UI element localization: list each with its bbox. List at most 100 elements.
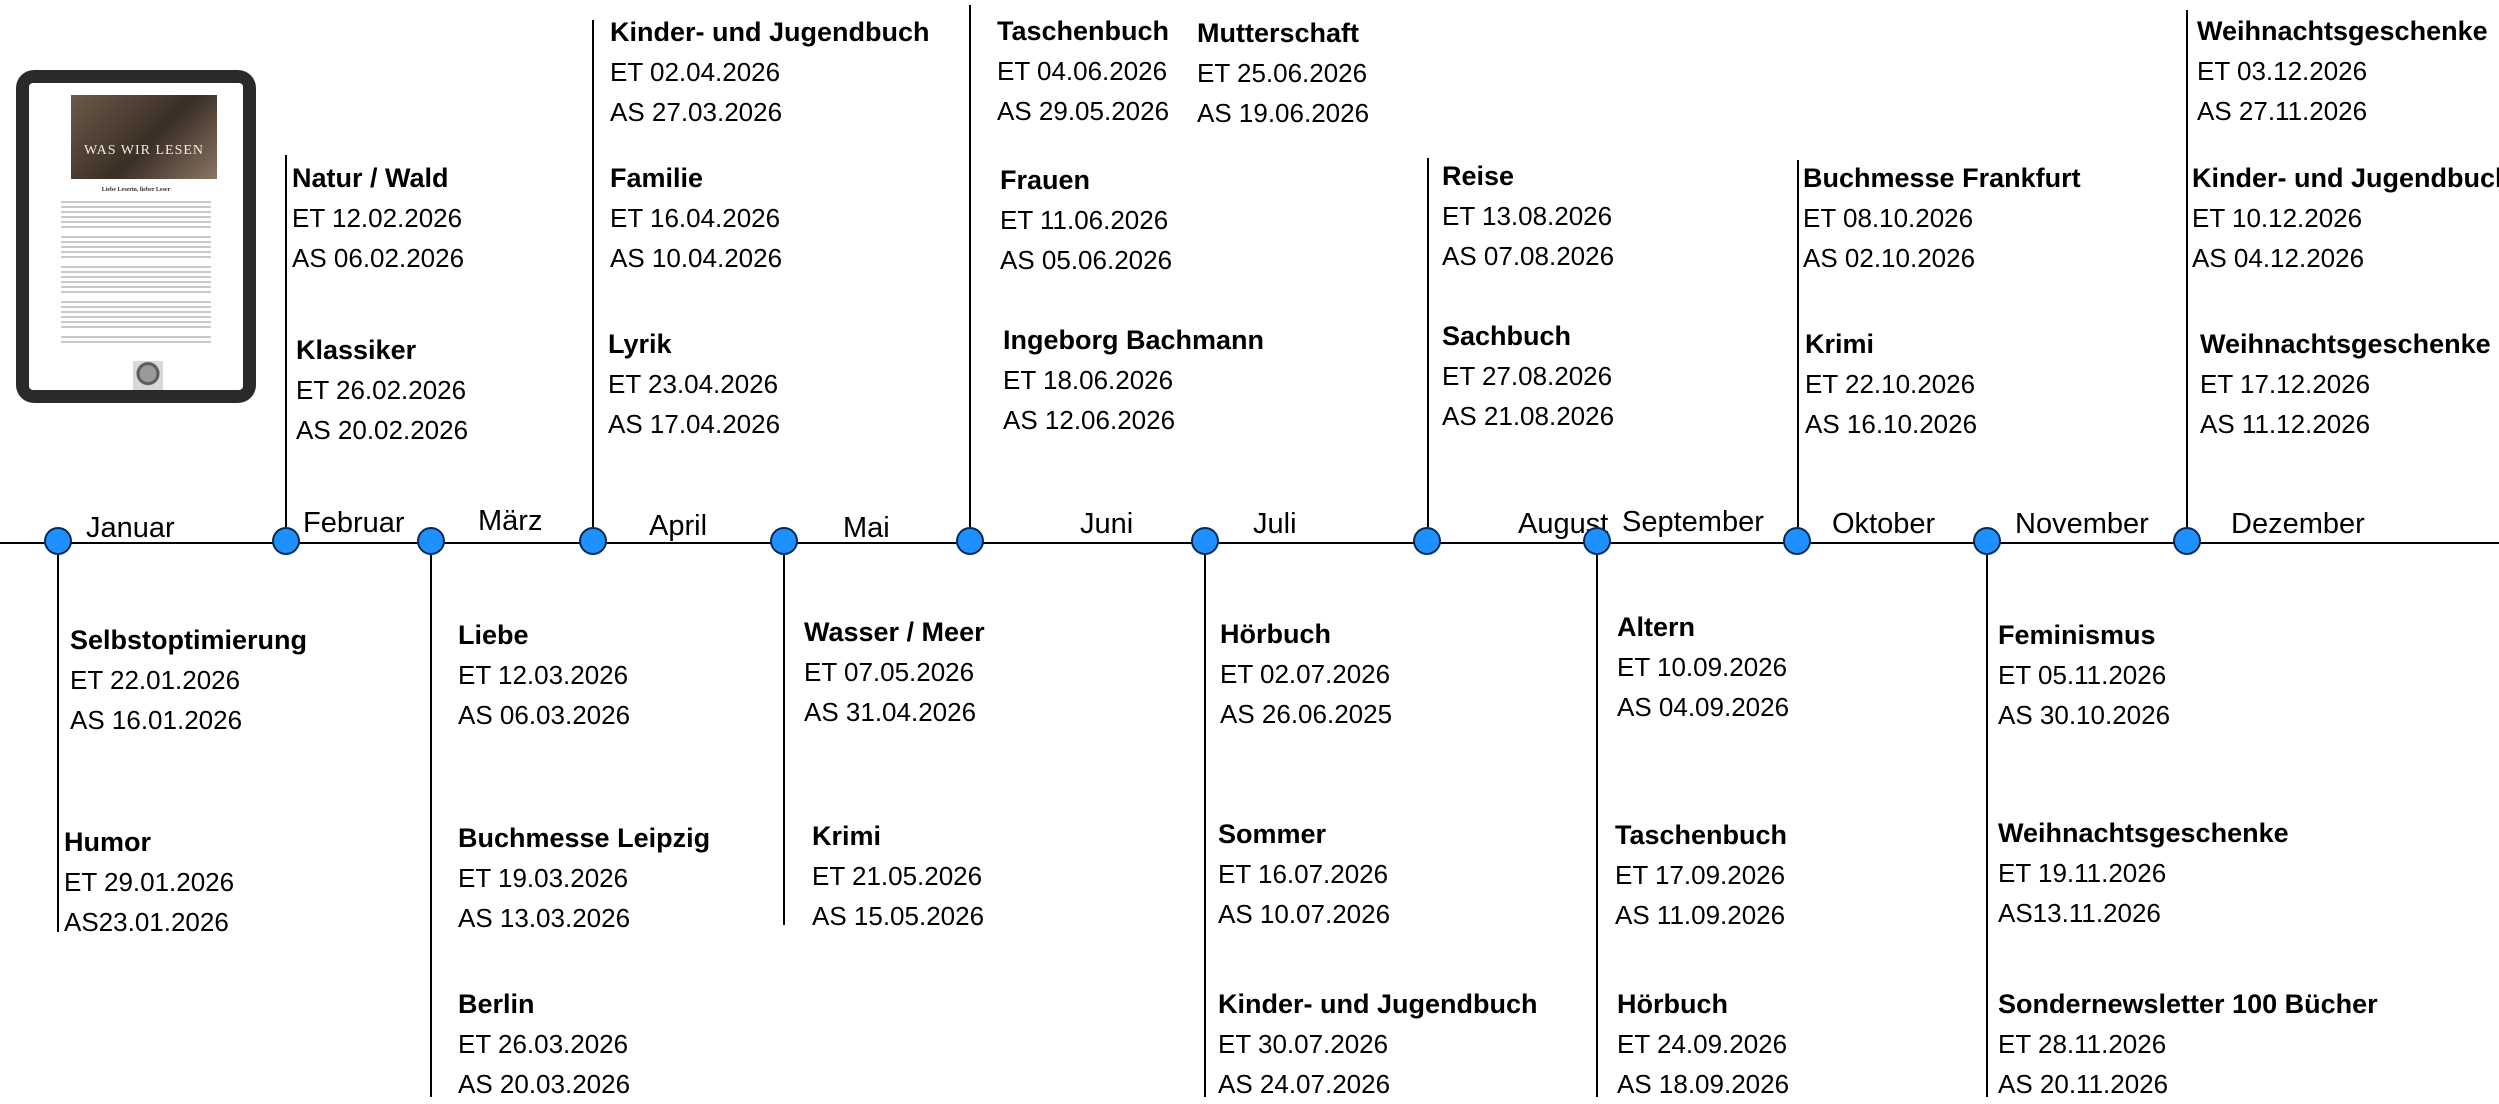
entry-topic: Buchmesse Leipzig: [458, 823, 711, 853]
month-marker-dot: [272, 527, 300, 555]
connector-line: [285, 155, 287, 527]
entry-deadline-date: AS13.11.2026: [1998, 898, 2161, 928]
connector-line: [57, 555, 59, 932]
entry-topic: Ingeborg Bachmann: [1003, 325, 1265, 355]
timeline-axis: [0, 542, 2499, 544]
entry-deadline-date: AS 05.06.2026: [1000, 245, 1173, 275]
entry-topic: Krimi: [1805, 329, 1875, 359]
entry-deadline-date: AS 06.03.2026: [458, 700, 631, 730]
month-marker-dot: [417, 527, 445, 555]
entry-topic: Buchmesse Frankfurt: [1803, 163, 2081, 193]
entry-deadline-date: AS 27.03.2026: [610, 97, 783, 127]
tablet-screen: WAS WIR LESEN Liebe Leserin, lieber Lese…: [29, 83, 243, 390]
newsletter-entry: Weihnachtsgeschenke ET 03.12.2026 AS 27.11…: [2197, 11, 2488, 131]
entry-release-date: ET 10.12.2026: [2192, 203, 2363, 233]
entry-topic: Kinder- und Jugendbuch: [610, 17, 930, 47]
entry-deadline-date: AS 12.06.2026: [1003, 405, 1176, 435]
entry-deadline-date: AS 11.09.2026: [1615, 900, 1786, 930]
entry-topic: Kinder- und Jugendbuch: [1218, 989, 1538, 1019]
entry-release-date: ET 07.05.2026: [804, 657, 975, 687]
entry-topic: Humor: [64, 827, 151, 857]
entry-deadline-date: AS 16.01.2026: [70, 705, 243, 735]
entry-deadline-date: AS 20.02.2026: [296, 415, 469, 445]
newsletter-headline: Liebe Leserin, lieber Leser: [101, 187, 171, 193]
entry-topic: Sachbuch: [1442, 321, 1572, 351]
month-marker-dot: [1783, 527, 1811, 555]
entry-deadline-date: AS 30.10.2026: [1998, 700, 2171, 730]
entry-release-date: ET 02.07.2026: [1220, 659, 1391, 689]
newsletter-hero-title: WAS WIR LESEN: [83, 143, 205, 158]
entry-release-date: ET 23.04.2026: [608, 369, 779, 399]
connector-line: [1596, 555, 1598, 1097]
entry-topic: Mutterschaft: [1197, 18, 1360, 48]
entry-topic: Sommer: [1218, 819, 1327, 849]
entry-deadline-date: AS 20.03.2026: [458, 1069, 631, 1099]
entry-release-date: ET 02.04.2026: [610, 57, 781, 87]
entry-deadline-date: AS 20.11.2026: [1998, 1069, 2169, 1099]
entry-release-date: ET 12.02.2026: [292, 203, 463, 233]
month-marker-dot: [1413, 527, 1441, 555]
month-marker-dot: [1191, 527, 1219, 555]
entry-topic: Weihnachtsgeschenke: [2197, 16, 2488, 46]
entry-deadline-date: AS 07.08.2026: [1442, 241, 1615, 271]
month-marker-dot: [44, 527, 72, 555]
entry-deadline-date: AS 10.07.2026: [1218, 899, 1391, 929]
month-label: Dezember: [2231, 508, 2365, 540]
month-label: September: [1622, 506, 1764, 538]
newsletter-body-text: [61, 201, 211, 346]
entry-deadline-date: AS 15.05.2026: [812, 901, 985, 931]
entry-release-date: ET 16.04.2026: [610, 203, 781, 233]
entry-release-date: ET 22.01.2026: [70, 665, 241, 695]
entry-deadline-date: AS 17.04.2026: [608, 409, 781, 439]
entry-topic: Kinder- und Jugendbuch: [2192, 163, 2499, 193]
connector-line: [783, 555, 785, 925]
entry-deadline-date: AS 04.09.2026: [1617, 692, 1790, 722]
entry-topic: Lyrik: [608, 329, 672, 359]
entry-topic: Hörbuch: [1220, 619, 1331, 649]
entry-release-date: ET 10.09.2026: [1617, 652, 1788, 682]
entry-deadline-date: AS 13.03.2026: [458, 903, 631, 933]
newsletter-hero-image: WAS WIR LESEN: [71, 95, 217, 179]
entry-deadline-date: AS 27.11.2026: [2197, 96, 2368, 126]
month-label: November: [2015, 508, 2149, 540]
entry-deadline-date: AS 02.10.2026: [1803, 243, 1976, 273]
entry-release-date: ET 05.11.2026: [1998, 660, 2167, 690]
entry-deadline-date: AS 26.06.2025: [1220, 699, 1393, 729]
entry-topic: Taschenbuch: [997, 16, 1170, 46]
entry-deadline-date: AS 04.12.2026: [2192, 243, 2365, 273]
entry-deadline-date: AS 10.04.2026: [610, 243, 783, 273]
month-marker-dot: [1583, 527, 1611, 555]
month-label: Februar: [303, 507, 405, 539]
connector-line: [1204, 555, 1206, 1097]
entry-topic: Liebe: [458, 620, 529, 650]
month-marker-dot: [956, 527, 984, 555]
connector-line: [1797, 160, 1799, 527]
entry-release-date: ET 03.12.2026: [2197, 56, 2368, 86]
entry-deadline-date: AS 31.04.2026: [804, 697, 977, 727]
entry-deadline-date: AS 18.09.2026: [1617, 1069, 1790, 1099]
month-label: Oktober: [1832, 508, 1936, 540]
entry-deadline-date: AS 24.07.2026: [1218, 1069, 1391, 1099]
entry-deadline-date: AS 11.12.2026: [2200, 409, 2371, 439]
entry-topic: Reise: [1442, 161, 1515, 191]
author-portrait: [133, 361, 163, 390]
entry-topic: Weihnachtsgeschenke: [2200, 329, 2491, 359]
